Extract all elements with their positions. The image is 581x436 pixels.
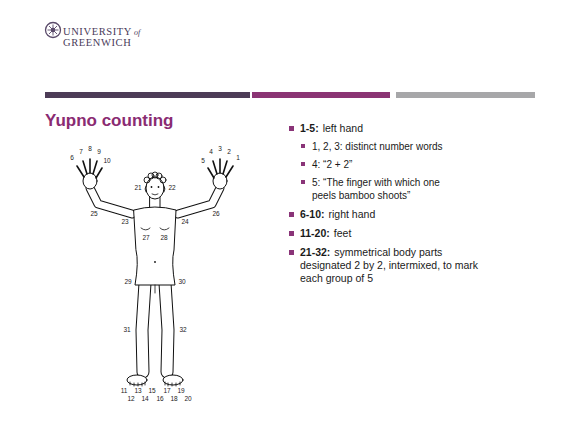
crest-icon (46, 23, 61, 38)
callout-number: 1 (236, 155, 240, 162)
bullet-square (289, 231, 294, 236)
callout-number: 26 (212, 211, 219, 218)
callout-number: 12 (127, 396, 134, 403)
logo-row: UNIVERSITYof (63, 22, 140, 38)
header-bar (45, 92, 535, 98)
callout-number: 6 (70, 155, 74, 162)
callout-number: 19 (177, 388, 184, 395)
bullet-text: 1, 2, 3: distinct number words (312, 141, 443, 152)
callout-number: 23 (121, 219, 128, 226)
callout-number: 18 (170, 396, 177, 403)
callout-number: 22 (168, 185, 175, 192)
bullet-key: 21-32: (300, 246, 330, 258)
logo-word: UNIVERSITY (63, 26, 132, 37)
callout-number: 28 (160, 235, 167, 242)
main-bullet: 11-20:feet (289, 227, 481, 240)
callout-number: 30 (178, 279, 185, 286)
bullet-square (289, 250, 294, 255)
bullet-key: 6-10: (300, 208, 325, 220)
bullet-text: 5: “The finger with which one peels bamb… (312, 177, 440, 201)
callout-number: 21 (134, 185, 141, 192)
logo-of: of (134, 28, 140, 37)
callout-number: 27 (142, 235, 149, 242)
callout-number: 8 (88, 146, 92, 153)
bullet-text: 4: “2 + 2” (312, 159, 352, 170)
sub-bullet: 5: “The finger with which one peels bamb… (289, 176, 447, 202)
callout-number: 31 (123, 327, 130, 334)
bullet-text: right hand (325, 208, 376, 220)
callout-number: 32 (179, 327, 186, 334)
callout-number: 17 (163, 388, 170, 395)
callout-number: 2 (227, 149, 231, 156)
bullet-square (289, 212, 294, 217)
callout-number: 25 (90, 211, 97, 218)
callout-number: 29 (124, 279, 131, 286)
callout-number: 5 (201, 158, 205, 165)
callout-number: 16 (156, 396, 163, 403)
callout-number: 3 (218, 146, 222, 153)
bullet-square (289, 126, 294, 131)
bullet-column: 1-5:left hand 1, 2, 3: distinct number wo… (289, 122, 559, 285)
callout-number: 4 (209, 149, 213, 156)
callout-number: 20 (184, 396, 191, 403)
bullet-key: 1-5: (300, 122, 319, 134)
bullet-square (301, 144, 305, 148)
main-bullet: 6-10:right hand (289, 208, 481, 221)
bullet-text: feet (330, 227, 352, 239)
sub-bullet: 4: “2 + 2” (289, 158, 447, 171)
callout-number: 7 (79, 149, 83, 156)
bullet-key: 11-20: (300, 227, 330, 239)
main-bullet: 1-5:left hand (289, 122, 481, 135)
logo-row: GREENWICH (63, 33, 131, 49)
bullet-square (301, 180, 305, 184)
sub-bullet: 1, 2, 3: distinct number words (289, 140, 447, 153)
callout-number: 24 (181, 219, 188, 226)
callout-number: 13 (134, 388, 141, 395)
human-figure (77, 159, 233, 386)
slide-title: Yupno counting (45, 111, 173, 131)
logo-word: GREENWICH (63, 37, 131, 48)
bullet-square (301, 162, 305, 166)
callout-number: 9 (97, 149, 101, 156)
callout-number: 14 (141, 396, 148, 403)
callout-number: 11 (121, 388, 128, 395)
main-bullet: 21-32:symmetrical body parts designated … (289, 246, 481, 285)
callout-number: 15 (148, 388, 155, 395)
bullet-text: left hand (319, 122, 363, 134)
callout-number: 10 (103, 158, 110, 165)
